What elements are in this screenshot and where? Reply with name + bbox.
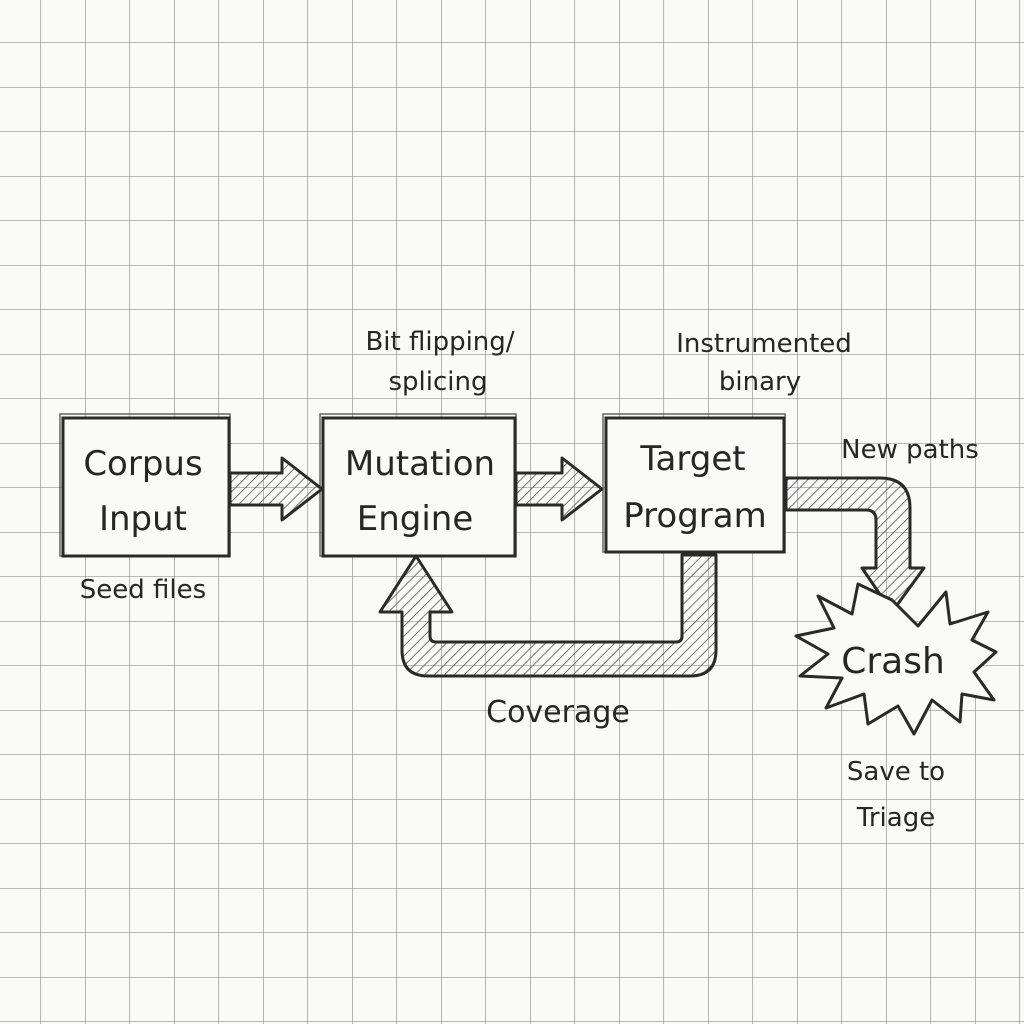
new-paths-arrow bbox=[784, 476, 926, 614]
corpus-input-label-line2: Input bbox=[99, 499, 187, 539]
save-to-annotation-line2: Triage bbox=[856, 803, 935, 833]
instrumented-annotation-line1: Instrumented bbox=[676, 329, 852, 359]
bit-flipping-annotation-line1: Bit flipping/ bbox=[365, 327, 514, 357]
save-to-annotation-line1: Save to bbox=[847, 757, 945, 787]
arrow-corpus-to-mutation bbox=[228, 456, 324, 522]
new-paths-annotation: New paths bbox=[841, 435, 979, 465]
target-program-label-line2: Program bbox=[623, 496, 766, 536]
coverage-annotation: Coverage bbox=[486, 695, 630, 730]
crash-node: Crash bbox=[794, 582, 998, 736]
target-program-label-line1: Target bbox=[639, 439, 745, 479]
corpus-input-node: Corpus Input bbox=[59, 413, 231, 558]
mutation-engine-label-line1: Mutation bbox=[345, 444, 495, 484]
arrow-mutation-to-target bbox=[514, 456, 604, 522]
corpus-input-label-line1: Corpus bbox=[83, 444, 202, 484]
mutation-engine-node: Mutation Engine bbox=[319, 413, 517, 558]
bit-flipping-annotation-line2: splicing bbox=[389, 367, 488, 397]
crash-starburst-shape bbox=[794, 582, 998, 736]
mutation-engine-label-line2: Engine bbox=[357, 499, 474, 539]
crash-label: Crash bbox=[841, 641, 945, 682]
seed-files-annotation: Seed files bbox=[80, 575, 206, 605]
instrumented-annotation-line2: binary bbox=[719, 367, 801, 397]
target-program-node: Target Program bbox=[602, 413, 786, 554]
coverage-feedback-arrow bbox=[378, 553, 718, 678]
